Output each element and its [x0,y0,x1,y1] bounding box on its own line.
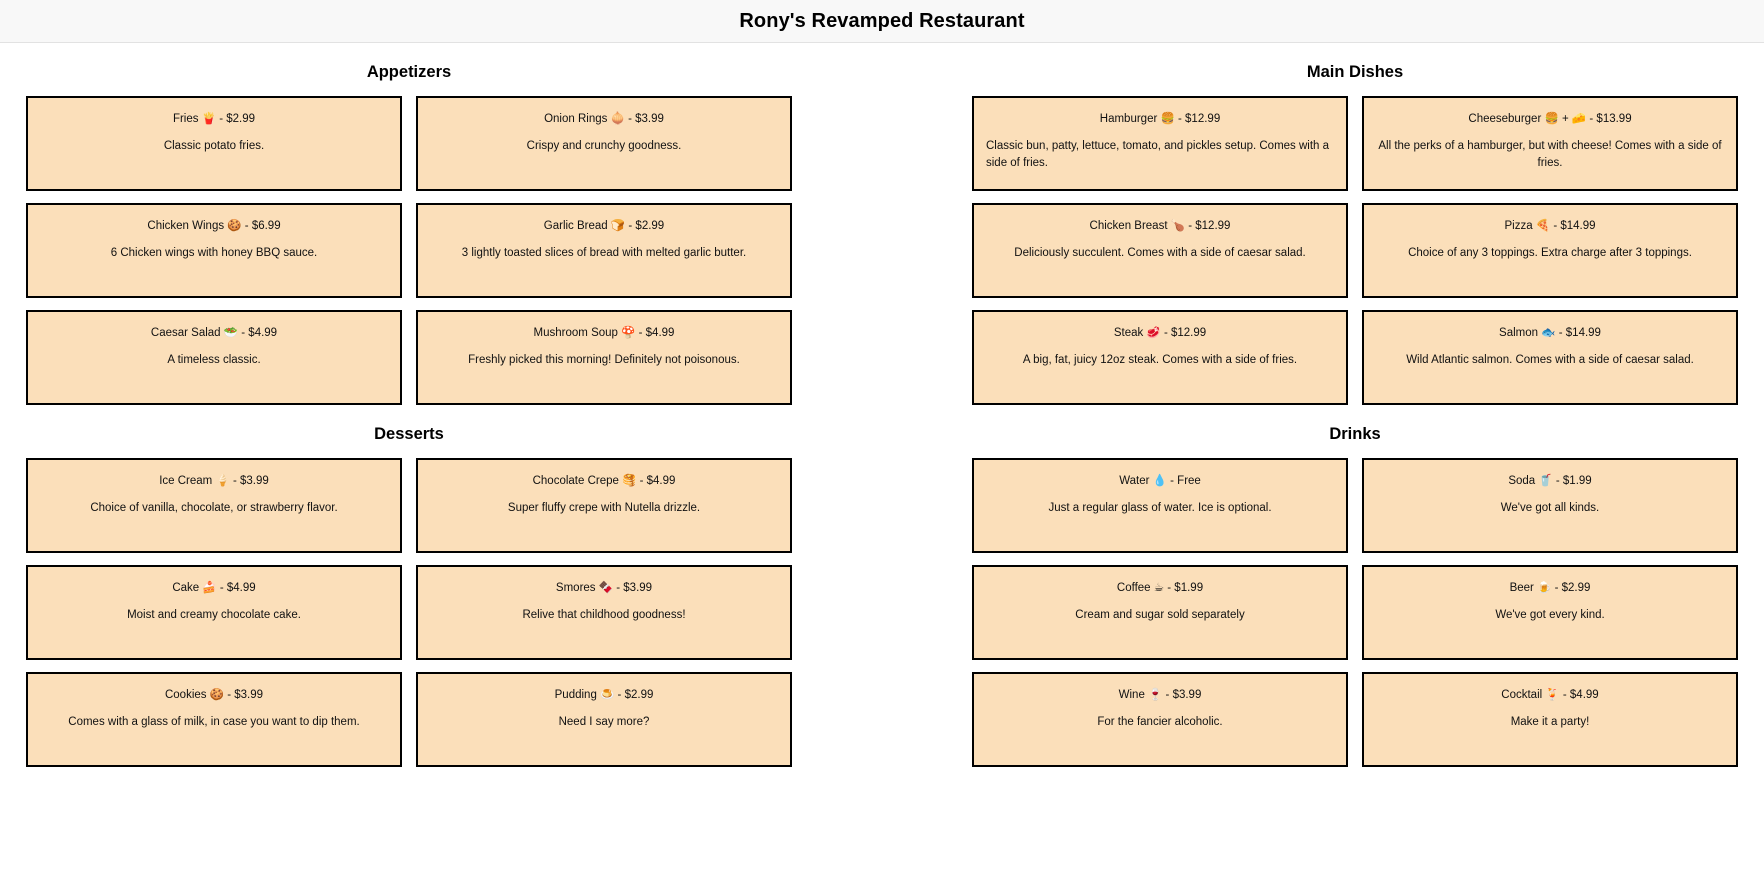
menu-item-description: Deliciously succulent. Comes with a side… [1014,247,1306,260]
section-title-desserts: Desserts [374,425,444,443]
menu-item-card[interactable]: Garlic Bread 🍞 - $2.99 3 lightly toasted … [416,203,792,298]
menu-item-description: Super fluffy crepe with Nutella drizzle. [507,502,701,515]
menu-item-name: Chocolate Crepe 🥞 - $4.99 [532,475,676,487]
menu-item-card[interactable]: Chicken Wings 🍪 - $6.99 6 Chicken wings w… [26,203,402,298]
site-header: Rony's Revamped Restaurant [0,0,1764,43]
section-title-main-dishes: Main Dishes [1306,63,1404,81]
section-title-appetizers: Appetizers [366,63,452,81]
menu-item-name: Soda 🥤 - $1.99 [1508,475,1592,487]
menu-item-description: Freshly picked this morning! Definitely … [468,354,740,367]
menu-item-description: Cream and sugar sold separately [1075,609,1245,622]
menu-item-name: Beer 🍺 - $2.99 [1509,582,1591,594]
menu-item-description: Wild Atlantic salmon. Comes with a side … [1406,354,1694,367]
menu-item-name: Pizza 🍕 - $14.99 [1504,220,1596,232]
menu-item-name: Mushroom Soup 🍄 - $4.99 [533,327,675,339]
menu-item-name: Hamburger 🍔 - $12.99 [1099,113,1221,125]
menu-item-name: Cheeseburger 🍔 + 🧀 - $13.99 [1468,113,1632,125]
menu-item-description: Choice of any 3 toppings. Extra charge a… [1408,247,1692,260]
menu-item-name: Pudding 🍮 - $2.99 [554,689,654,701]
menu-item-description: Choice of vanilla, chocolate, or strawbe… [90,502,338,515]
menu-item-name: Steak 🥩 - $12.99 [1113,327,1207,339]
menu-item-name: Chicken Wings 🍪 - $6.99 [147,220,281,232]
menu-item-name: Chicken Breast 🍗 - $12.99 [1089,220,1231,232]
menu-item-name: Cocktail 🍹 - $4.99 [1501,689,1599,701]
menu-item-name: Smores 🍫 - $3.99 [555,582,653,594]
menu-item-name: Caesar Salad 🥗 - $4.99 [150,327,278,339]
menu-item-description: 3 lightly toasted slices of bread with m… [461,247,747,260]
menu-item-name: Water 💧 - Free [1119,475,1201,487]
menu-item-description: All the perks of a hamburger, but with c… [1378,140,1722,170]
menu-item-name: Ice Cream 🍦 - $3.99 [159,475,269,487]
menu-item-card[interactable]: Steak 🥩 - $12.99 A big, fat, juicy 12oz s… [972,310,1348,405]
menu-item-name: Onion Rings 🧅 - $3.99 [544,113,664,125]
menu-item-name: Garlic Bread 🍞 - $2.99 [543,220,665,232]
menu-item-description: Classic potato fries. [163,140,265,153]
menu-item-description: Need I say more? [558,716,650,729]
page-title: Rony's Revamped Restaurant [739,9,1025,32]
menu-item-description: Just a regular glass of water. Ice is op… [1048,502,1272,515]
menu-item-description: 6 Chicken wings with honey BBQ sauce. [110,247,318,260]
menu-item-description: Classic bun, patty, lettuce, tomato, and… [986,140,1330,170]
menu-item-description: For the fancier alcoholic. [1097,716,1223,729]
menu-item-description: Crispy and crunchy goodness. [526,140,682,153]
menu-item-description: A timeless classic. [167,354,261,367]
menu-item-name: Salmon 🐟 - $14.99 [1499,327,1601,339]
menu-item-description: Comes with a glass of milk, in case you … [68,716,360,729]
menu-item-description: We've got all kinds. [1500,502,1600,515]
menu-item-name: Coffee ☕ - $1.99 [1116,582,1204,594]
menu-item-description: A big, fat, juicy 12oz steak. Comes with… [1022,354,1298,367]
menu-item-name: Cookies 🍪 - $3.99 [164,689,264,701]
menu-item-name: Wine 🍷 - $3.99 [1118,689,1202,701]
menu-item-description: We've got every kind. [1495,609,1605,622]
menu-item-description: Moist and creamy chocolate cake. [127,609,301,622]
menu-item-name: Cake 🍰 - $4.99 [172,582,256,594]
menu-item-card[interactable]: Caesar Salad 🥗 - $4.99 A timeless classic… [26,310,402,405]
section-title-drinks: Drinks [1329,425,1381,443]
menu-item-name: Fries 🍟 - $2.99 [172,113,256,125]
menu-item-description: Make it a party! [1510,716,1590,729]
menu-item-description: Relive that childhood goodness! [522,609,686,622]
